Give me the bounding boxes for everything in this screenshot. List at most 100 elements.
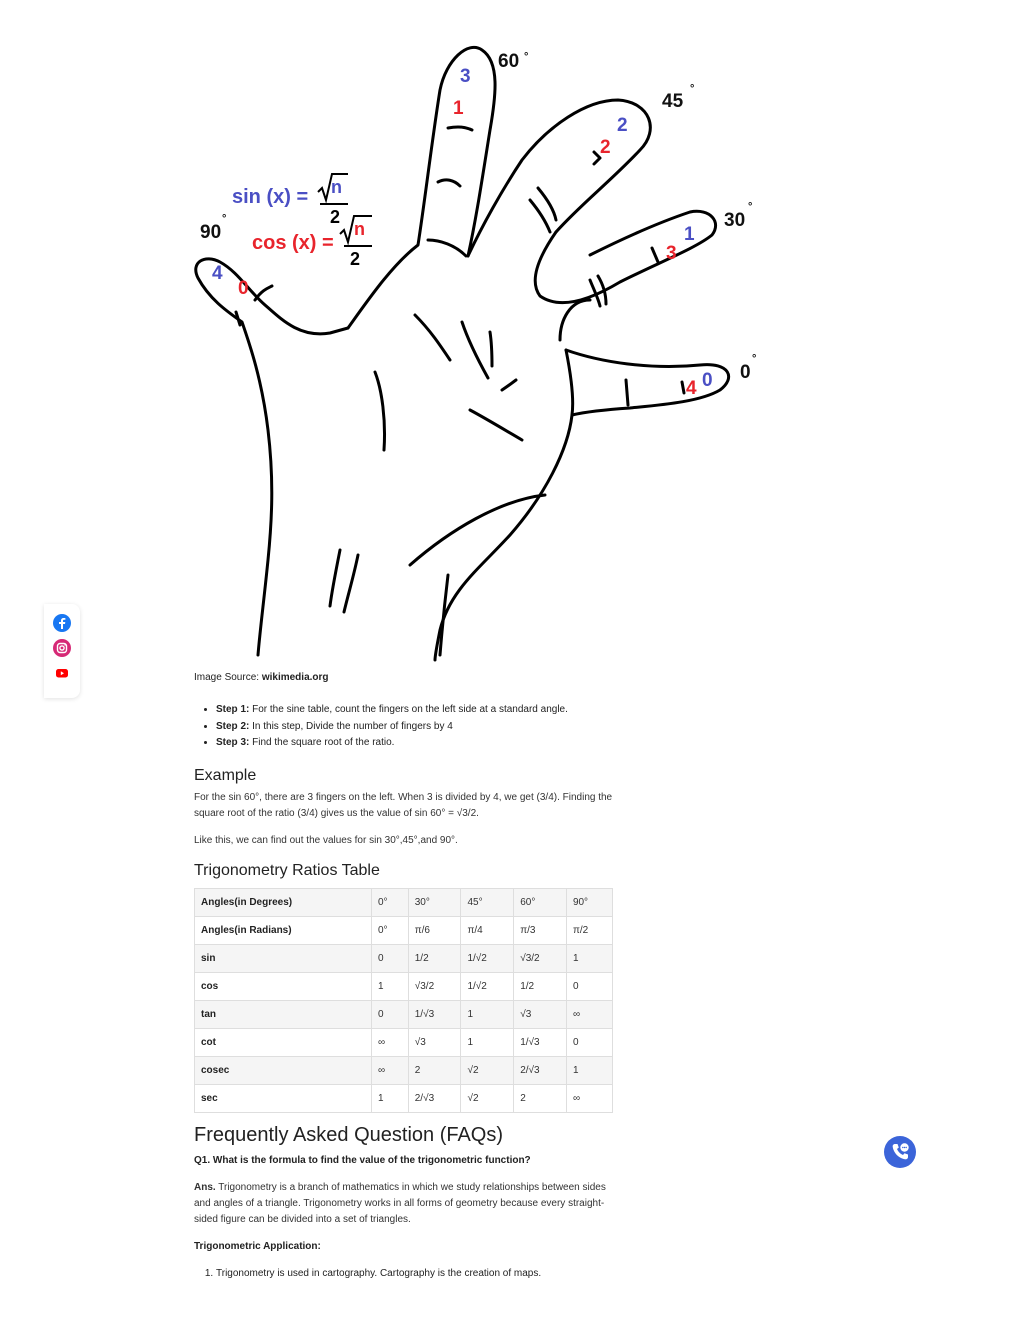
table-cell: 1/√2 <box>460 943 515 973</box>
angle-label-45: 45 <box>662 91 684 112</box>
table-cell: ∞ <box>565 1083 614 1113</box>
table-cell: √2 <box>460 1083 515 1113</box>
table-cell: 1 <box>460 1027 515 1057</box>
table-cell: 2 <box>407 1055 462 1085</box>
table-cell: 1 <box>565 1055 614 1085</box>
finger-count-bottom-0: 4 <box>686 378 697 399</box>
finger-count-top-30: 1 <box>684 224 695 245</box>
answer-text: Trigonometry is a branch of mathematics … <box>194 1181 606 1225</box>
degree-symbol: ° <box>748 201 752 213</box>
finger-count-top-60: 3 <box>460 66 471 87</box>
table-cell: 1/√2 <box>460 971 515 1001</box>
step-text: Find the square root of the ratio. <box>249 737 395 748</box>
table-cell: √3/2 <box>513 943 567 973</box>
table-cell: π/4 <box>460 915 515 945</box>
step-label: Step 2: <box>216 720 250 732</box>
table-cell: 1 <box>565 943 614 973</box>
faq-heading: Frequently Asked Question (FAQs) <box>194 1123 504 1146</box>
finger-count-bottom-60: 1 <box>453 98 464 119</box>
table-row-header: Angles(in Degrees) <box>194 887 372 917</box>
finger-count-bottom-45: 2 <box>600 137 611 158</box>
image-source-link[interactable]: wikimedia.org <box>261 672 329 683</box>
table-row-header: cosec <box>194 1055 372 1085</box>
facebook-icon[interactable] <box>53 614 71 632</box>
table-cell: 0° <box>371 915 409 945</box>
table-cell: π/3 <box>513 915 567 945</box>
cos-sqrt-sign <box>339 215 372 246</box>
faq-answer: Ans. Trigonometry is a branch of mathema… <box>194 1180 614 1228</box>
step-text: For the sine table, count the fingers on… <box>249 704 568 715</box>
table-cell: ∞ <box>565 999 614 1029</box>
table-row-header: sin <box>194 943 372 973</box>
call-chat-button[interactable] <box>884 1136 916 1168</box>
sin-denominator: 2 <box>330 207 340 227</box>
table-cell: 0 <box>565 1027 614 1057</box>
social-share-bar <box>44 604 80 698</box>
table-cell: √3/2 <box>407 971 462 1001</box>
table-cell: 0 <box>371 999 409 1029</box>
applications-list: Trigonometry is used in cartography. Car… <box>194 1266 614 1282</box>
finger-count-top-0: 0 <box>702 370 713 391</box>
finger-count-bottom-90: 0 <box>238 278 249 299</box>
table-cell: 0 <box>565 971 614 1001</box>
sin-sqrt-sign <box>317 173 348 204</box>
angle-label-90: 90 <box>200 222 221 243</box>
list-item: Step 1: For the sine table, count the fi… <box>216 702 614 719</box>
ratios-table-heading: Trigonometry Ratios Table <box>194 861 380 879</box>
table-row-header: cot <box>194 1027 372 1057</box>
list-item: Step 2: In this step, Divide the number … <box>216 719 614 736</box>
example-heading: Example <box>194 766 257 784</box>
finger-count-bottom-30: 3 <box>666 243 677 264</box>
cos-denominator: 2 <box>350 249 360 269</box>
table-cell: 2 <box>513 1083 567 1113</box>
step-text: In this step, Divide the number of finge… <box>249 720 453 732</box>
degree-symbol: ° <box>752 353 756 365</box>
finger-count-top-90: 4 <box>212 263 223 284</box>
trig-ratios-table: Angles(in Degrees)0°30°45°60°90°Angles(i… <box>194 887 614 1113</box>
table-row-header: sec <box>194 1083 372 1113</box>
table-cell: 1/√3 <box>407 999 462 1029</box>
example-paragraph: For the sin 60°, there are 3 fingers on … <box>194 791 613 819</box>
youtube-icon[interactable] <box>53 664 71 682</box>
table-cell: 30° <box>407 887 462 917</box>
sin-radicand: n <box>331 177 342 197</box>
table-row-header: tan <box>194 999 372 1029</box>
angle-label-30: 30 <box>724 210 745 231</box>
applications-heading: Trigonometric Application: <box>194 1240 321 1252</box>
table-cell: √3 <box>513 999 567 1029</box>
table-cell: ∞ <box>371 1027 409 1057</box>
table-cell: 1 <box>371 1083 409 1113</box>
table-cell: 60° <box>513 887 567 917</box>
cos-radicand: n <box>354 219 365 239</box>
table-cell: √2 <box>460 1055 515 1085</box>
table-cell: π/6 <box>407 915 462 945</box>
list-item: Step 3: Find the square root of the rati… <box>216 735 614 752</box>
finger-count-top-45: 2 <box>617 115 628 136</box>
image-source: Image Source: wikimedia.org <box>194 671 614 685</box>
step-label: Step 1: <box>216 704 250 715</box>
table-cell: 1/2 <box>407 943 462 973</box>
table-cell: 1 <box>460 999 515 1029</box>
degree-symbol: ° <box>524 51 528 63</box>
hand-trick-illustration: sin (x) = cos (x) = 2 2 n n 90 ° 4 0 60 … <box>194 46 756 662</box>
cos-formula-label: cos (x) = <box>252 232 334 254</box>
sin-formula-label: sin (x) = <box>232 186 308 208</box>
instagram-icon[interactable] <box>53 639 71 657</box>
table-cell: 2/√3 <box>407 1083 462 1113</box>
table-cell: 1/√3 <box>513 1027 567 1057</box>
table-row: Angles(in Degrees)0°30°45°60°90° <box>194 887 614 917</box>
table-cell: 1 <box>371 971 409 1001</box>
article-content: Image Source: wikimedia.org Step 1: For … <box>194 671 614 1282</box>
phone-chat-icon <box>892 1143 909 1160</box>
angle-label-60: 60 <box>498 51 519 72</box>
faq-question: Q1. What is the formula to find the valu… <box>194 1154 531 1166</box>
table-cell: 45° <box>460 887 515 917</box>
table-cell: ∞ <box>371 1055 409 1085</box>
table-cell: 1/2 <box>513 971 567 1001</box>
steps-list: Step 1: For the sine table, count the fi… <box>194 702 614 752</box>
table-row-header: cos <box>194 971 372 1001</box>
